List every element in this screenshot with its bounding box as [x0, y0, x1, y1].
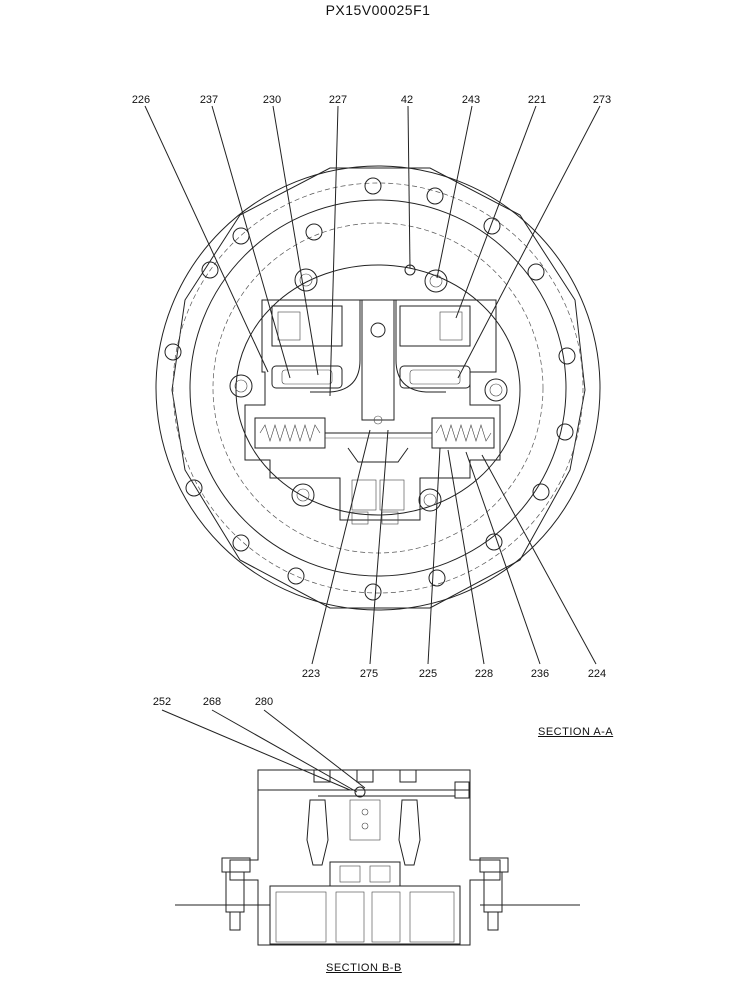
callout-275: 275 — [360, 668, 378, 680]
inner-bolts — [229, 264, 508, 512]
callout-226: 226 — [132, 94, 150, 106]
leader-lines-section-a — [144, 105, 601, 665]
section-b-b-label: SECTION B-B — [326, 962, 402, 974]
outer-bolt-holes — [164, 177, 576, 601]
callout-42: 42 — [401, 94, 413, 106]
callout-236: 236 — [531, 668, 549, 680]
outer-bolt-circle — [172, 182, 584, 594]
callouts-bottom-row: 223 275 225 228 236 224 — [302, 668, 606, 680]
callout-268: 268 — [203, 696, 221, 708]
inner-bore — [235, 264, 521, 516]
section-b-b-drawing: 252 268 280 — [153, 696, 580, 946]
callouts-section-b: 252 268 280 — [153, 696, 273, 708]
callout-273: 273 — [593, 94, 611, 106]
section-a-a-label: SECTION A-A — [538, 726, 614, 738]
inner-bolt-circle — [212, 222, 544, 554]
section-a-a-drawing: 226 237 230 227 42 243 221 273 223 275 2… — [132, 94, 611, 680]
outer-ring — [155, 165, 601, 611]
outer-flange — [171, 167, 586, 609]
callout-221: 221 — [528, 94, 546, 106]
document-id: PX15V00025F1 — [325, 2, 431, 18]
callout-227: 227 — [329, 94, 347, 106]
callout-223: 223 — [302, 668, 320, 680]
valve-body — [244, 299, 501, 525]
middle-ring — [189, 199, 567, 577]
callout-224: 224 — [588, 668, 606, 680]
callout-280: 280 — [255, 696, 273, 708]
housing-outline — [229, 769, 501, 946]
callout-243: 243 — [462, 94, 480, 106]
callout-252: 252 — [153, 696, 171, 708]
callout-237: 237 — [200, 94, 218, 106]
callout-230: 230 — [263, 94, 281, 106]
callout-228: 228 — [475, 668, 493, 680]
callout-225: 225 — [419, 668, 437, 680]
callouts-top-row: 226 237 230 227 42 243 221 273 — [132, 94, 611, 106]
leader-lines-section-b — [161, 709, 366, 793]
